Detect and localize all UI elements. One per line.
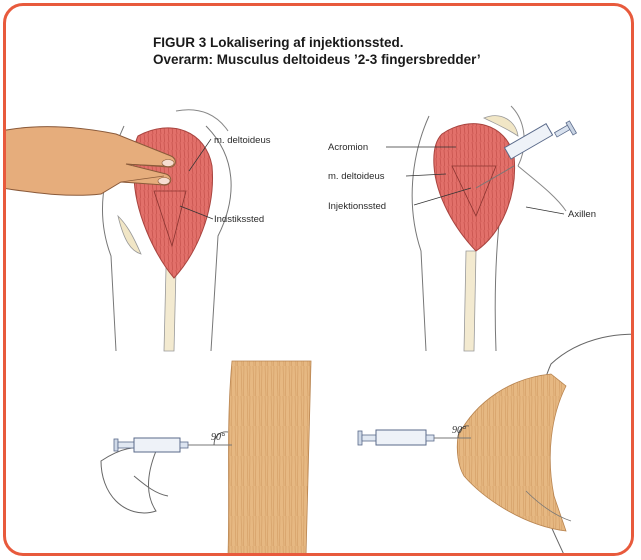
hand-outline	[101, 448, 168, 513]
tissue-block	[228, 361, 311, 556]
panel-bottom-left: 90°	[101, 361, 311, 556]
panel-top-left: m. deltoideus Indstikssted	[6, 110, 271, 351]
label-axilla: Axillen	[568, 209, 596, 220]
illustrations: m. deltoideus Indstikssted	[6, 6, 634, 556]
figure-frame: FIGUR 3 Lokalisering af injektionssted. …	[3, 3, 634, 556]
label-muscle-tr: m. deltoideus	[328, 171, 385, 182]
deltoid-muscle-tr	[434, 124, 515, 251]
label-muscle-tl: m. deltoideus	[214, 135, 271, 146]
angle-label-bl: 90°	[211, 432, 225, 443]
panel-bottom-right: 90°	[358, 334, 634, 556]
panel-top-right: Acromion m. deltoideus Injektionssted Ax…	[328, 106, 596, 351]
label-site-tr: Injektionssted	[328, 201, 386, 212]
shoulder-tissue	[457, 374, 566, 531]
label-acromion: Acromion	[328, 142, 368, 153]
humerus-bone-tr	[464, 251, 476, 351]
scapula-piece	[118, 216, 141, 254]
angle-label-br: 90°	[452, 425, 466, 436]
humerus-bone	[164, 268, 176, 351]
label-site-tl: Indstikssted	[214, 214, 264, 225]
